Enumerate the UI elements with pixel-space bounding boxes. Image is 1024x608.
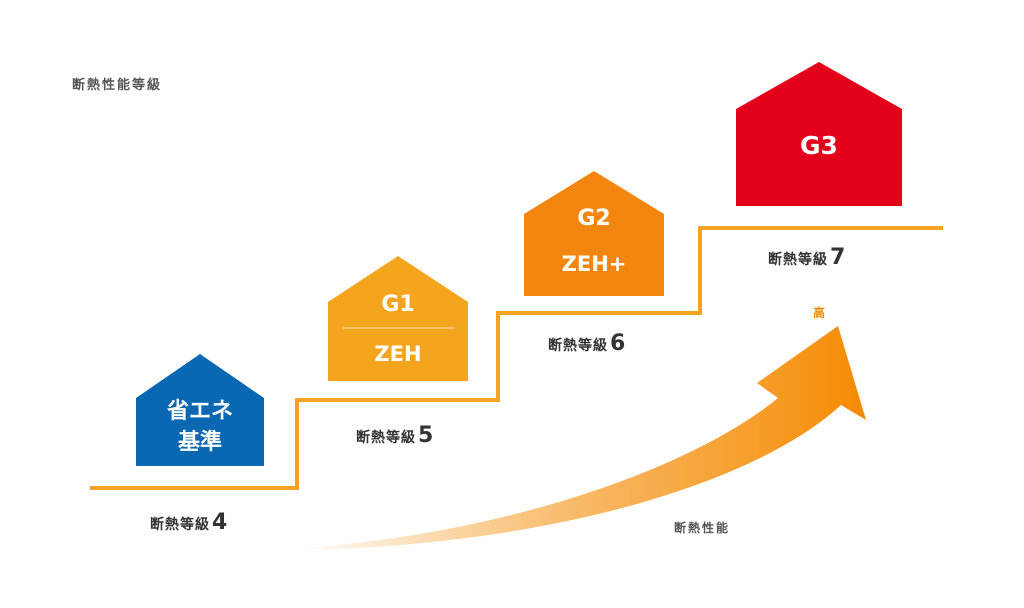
level-7-number: 7 <box>830 245 846 270</box>
house-base-label: 省エネ 基準 <box>136 396 264 458</box>
house-g3-grade: G3 <box>800 131 838 160</box>
house-g1-grade: G1 <box>381 292 415 317</box>
house-base-line-2: 基準 <box>177 430 222 455</box>
level-label-6: 断熱等級6 <box>548 331 625 356</box>
house-g2-zeh: ZEH+ <box>561 252 627 276</box>
house-base <box>136 354 264 466</box>
house-g3 <box>736 62 902 206</box>
step-line <box>90 226 943 490</box>
growth-arrow <box>300 326 866 550</box>
house-base-line-1: 省エネ <box>166 399 233 424</box>
level-5-number: 5 <box>418 423 434 448</box>
chart-heading: 断熱性能等級 <box>72 78 163 93</box>
level-label-7: 断熱等級7 <box>768 245 845 270</box>
house-g2-grade: G2 <box>577 206 611 231</box>
level-5-prefix: 断熱等級 <box>356 430 416 446</box>
house-g1 <box>328 256 468 381</box>
level-4-number: 4 <box>212 510 228 535</box>
axis-high-label: 高 <box>813 306 826 320</box>
level-6-number: 6 <box>610 331 626 356</box>
level-label-4: 断熱等級4 <box>150 510 227 535</box>
axis-label: 断熱性能 <box>674 521 731 535</box>
house-g2 <box>524 171 664 296</box>
level-7-prefix: 断熱等級 <box>768 252 828 268</box>
level-4-prefix: 断熱等級 <box>150 517 210 533</box>
level-6-prefix: 断熱等級 <box>548 338 608 354</box>
level-label-5: 断熱等級5 <box>356 423 433 448</box>
house-g1-zeh: ZEH <box>374 342 422 366</box>
